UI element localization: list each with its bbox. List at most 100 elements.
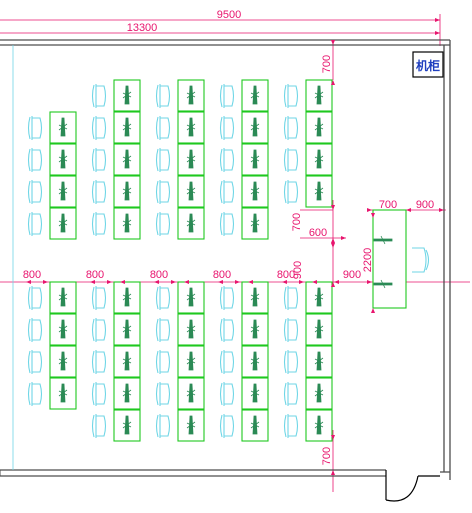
monitor-icon: [122, 85, 132, 105]
monitor-stand-2: [122, 155, 132, 163]
monitor-icon: [186, 319, 196, 339]
chair-seat: [224, 181, 235, 203]
chair-icon: [155, 116, 171, 140]
chair-seat: [412, 247, 427, 273]
monitor-icon: [250, 149, 260, 169]
chair-icon: [155, 414, 171, 438]
chair-icon: [219, 382, 235, 406]
dimension-arrow-icon: [331, 40, 335, 45]
chair-icon: [283, 414, 299, 438]
monitor-icon: [186, 149, 196, 169]
monitor-icon: [58, 117, 68, 137]
chair-icon: [91, 180, 107, 204]
desk-station: [283, 281, 333, 314]
chair-seat: [160, 149, 171, 171]
dimension-arrow-icon: [331, 470, 335, 475]
chair-back: [27, 350, 31, 374]
monitor-stand-2: [250, 421, 260, 429]
chair-back: [91, 84, 95, 108]
chair-back: [91, 212, 95, 236]
dim-aisle-900-vertical: 900: [292, 261, 304, 279]
chair-icon: [283, 84, 299, 108]
chair-back: [91, 382, 95, 406]
monitor-icon: [250, 383, 260, 403]
monitor-icon: [250, 213, 260, 233]
monitor-icon: [314, 287, 324, 307]
desk-station: [155, 345, 205, 378]
dim-aisle-4: 800: [213, 269, 231, 281]
chair-icon: [283, 350, 299, 374]
monitor-icon: [122, 351, 132, 371]
desk-station: [155, 79, 205, 112]
desk-station: [27, 313, 77, 346]
chair-icon: [155, 212, 171, 236]
desk-station: [27, 143, 77, 176]
desk-station: [155, 313, 205, 346]
chair-back: [283, 84, 287, 108]
dimension-arrow-icon: [235, 280, 240, 284]
chair-back: [27, 318, 31, 342]
cabinet: 机柜: [412, 51, 444, 78]
chair-back: [155, 318, 159, 342]
chair-back: [91, 180, 95, 204]
dimension-arrow-icon: [90, 280, 95, 284]
monitor-stand-2: [314, 155, 324, 163]
monitor-stand-2: [58, 187, 68, 195]
monitor-stand-2: [250, 91, 260, 99]
dimension-arrow-icon: [439, 208, 444, 212]
desk-station: [283, 313, 333, 346]
chair-seat: [288, 117, 299, 139]
chair-seat: [96, 351, 107, 373]
monitor-stand-2: [250, 187, 260, 195]
monitor-stand-2: [186, 293, 196, 301]
monitor-icon: [250, 415, 260, 435]
chair-icon: [27, 212, 43, 236]
monitor-stand-2: [186, 421, 196, 429]
monitor-stand-2: [314, 325, 324, 333]
monitor-stand-2: [122, 293, 132, 301]
dim-top-clearance: 700: [321, 55, 333, 73]
monitor-icon: [58, 181, 68, 201]
chair-icon: [155, 180, 171, 204]
chair-seat: [160, 213, 171, 235]
chair-back: [219, 286, 223, 310]
dim-aisle-6: 900: [343, 269, 361, 281]
dimension-arrow-icon: [120, 280, 125, 284]
monitor-icon: [186, 85, 196, 105]
chair-back: [27, 382, 31, 406]
chair-back: [155, 382, 159, 406]
monitor-icon: [122, 181, 132, 201]
dimension-arrow-icon: [184, 280, 189, 284]
monitor-icon: [314, 85, 324, 105]
desk-station: [219, 111, 269, 144]
monitor-icon: [250, 85, 260, 105]
monitor-stand-2: [58, 357, 68, 365]
monitor-stand-2: [314, 123, 324, 131]
chair-icon: [27, 382, 43, 406]
chair-icon: [27, 318, 43, 342]
chair-seat: [160, 181, 171, 203]
monitor-stand-2: [186, 357, 196, 365]
dimension-arrow-icon: [154, 280, 159, 284]
chair-icon: [27, 286, 43, 310]
chair-back: [91, 350, 95, 374]
monitor-icon: [122, 117, 132, 137]
desk: [241, 143, 269, 176]
dimension-arrow-icon: [331, 205, 335, 210]
teacher-desk-station: [372, 209, 430, 309]
chair-back: [283, 350, 287, 374]
chair-icon: [27, 180, 43, 204]
chair-seat: [96, 213, 107, 235]
desk-station: [219, 281, 269, 314]
monitor-stand-2: [314, 293, 324, 301]
desk-station: [27, 111, 77, 144]
chair-seat: [96, 181, 107, 203]
desk-station: [155, 281, 205, 314]
desk-station: [91, 345, 141, 378]
dimension-arrow-icon: [334, 280, 339, 284]
dimension-arrow-icon: [331, 243, 335, 248]
monitor-stand-2: [250, 389, 260, 397]
chair-seat: [224, 351, 235, 373]
desk-station: [219, 345, 269, 378]
chair-icon: [283, 286, 299, 310]
